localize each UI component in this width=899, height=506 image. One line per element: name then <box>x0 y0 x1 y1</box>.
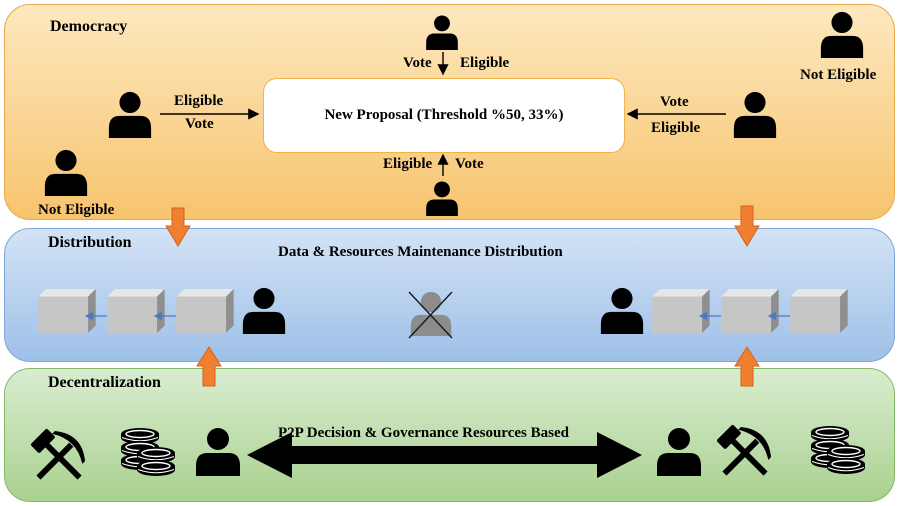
democracy-to-distribution-right-arrow <box>734 205 760 247</box>
left-vote-label: Vote <box>185 116 214 132</box>
bottom-eligible-label: Eligible <box>383 156 433 172</box>
voter-right-person-icon <box>733 91 777 138</box>
new-proposal-box: New Proposal (Threshold %50, 33%) <box>263 78 625 153</box>
distribution-title: Distribution <box>48 234 132 251</box>
voter-left-person-icon <box>108 91 152 138</box>
left-chain-block-1-icon <box>38 289 96 333</box>
left-p2p-person-icon <box>196 428 240 476</box>
bottom-vote-label: Vote <box>455 156 484 172</box>
decentralization-to-distribution-left-arrow <box>196 346 222 387</box>
top-vote-label: Vote <box>403 55 432 71</box>
crossed-person-icon <box>408 291 453 339</box>
voter-bottom-person-icon <box>426 181 458 216</box>
not-eligible-right-label: Not Eligible <box>800 67 877 83</box>
decentralization-title: Decentralization <box>48 374 161 391</box>
not-eligible-right-person-icon <box>820 11 864 58</box>
right-hammer-pick-icon <box>714 422 776 484</box>
right-coins-icon <box>810 426 866 474</box>
left-eligible-label: Eligible <box>174 93 224 109</box>
proposal-label: New Proposal (Threshold %50, 33%) <box>324 107 564 123</box>
top-eligible-label: Eligible <box>460 55 510 71</box>
right-chain-block-2-icon <box>721 289 779 333</box>
right-chain-block-1-icon <box>652 289 710 333</box>
right-vote-label: Vote <box>660 94 689 110</box>
left-node-person-icon <box>242 287 286 334</box>
right-p2p-person-icon <box>657 428 701 476</box>
p2p-double-arrow <box>247 432 642 478</box>
not-eligible-left-person-icon <box>44 149 88 196</box>
left-chain-block-2-icon <box>107 289 165 333</box>
voter-top-person-icon <box>426 15 458 50</box>
democracy-title: Democracy <box>50 18 128 35</box>
p2p-label: P2P Decision & Governance Resources Base… <box>278 425 569 441</box>
not-eligible-left-label: Not Eligible <box>38 202 115 218</box>
right-chain-block-3-icon <box>790 289 848 333</box>
right-eligible-label: Eligible <box>651 120 701 136</box>
left-chain-block-3-icon <box>176 289 234 333</box>
decentralization-to-distribution-right-arrow <box>734 346 760 387</box>
right-node-person-icon <box>600 287 644 334</box>
left-coins-icon <box>120 428 176 476</box>
left-hammer-pick-icon <box>28 426 90 488</box>
democracy-to-distribution-left-arrow <box>165 207 191 247</box>
distribution-subtitle: Data & Resources Maintenance Distributio… <box>278 244 563 260</box>
